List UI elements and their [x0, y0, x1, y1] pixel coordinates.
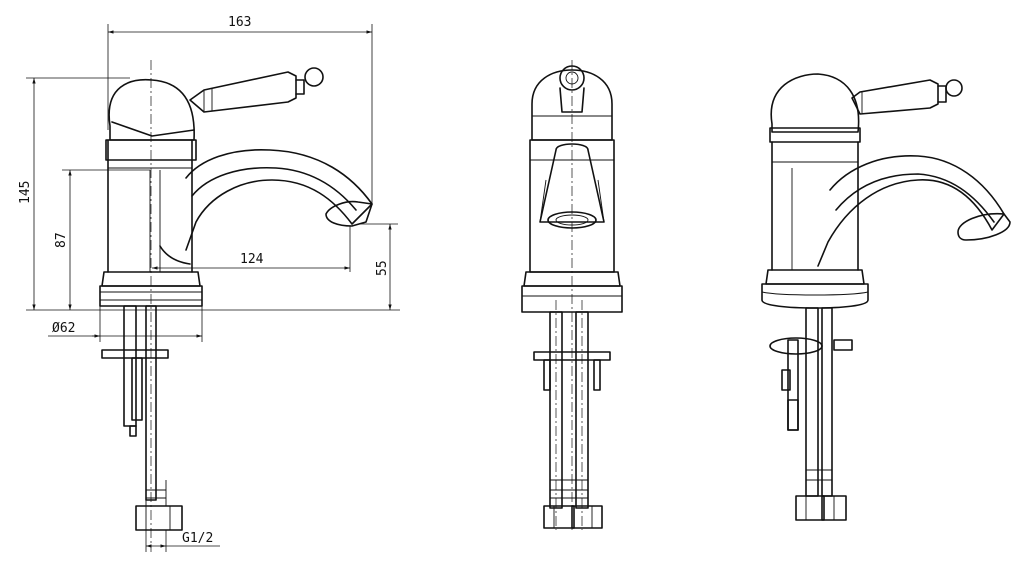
dim-spout-reach: 124: [240, 252, 264, 267]
dim-base-diameter: Ø62: [52, 321, 75, 336]
dim-body-height: 87: [54, 232, 69, 248]
dim-thread: G1/2: [182, 531, 213, 546]
perspective-view: [761, 73, 1011, 521]
front-view: [521, 60, 623, 530]
side-view: 163 145 87 124 55 Ø62 G1/2: [18, 15, 400, 552]
dim-overall-length: 163: [228, 15, 251, 30]
dim-spout-height: 55: [375, 260, 390, 276]
dim-overall-height: 145: [18, 181, 33, 204]
